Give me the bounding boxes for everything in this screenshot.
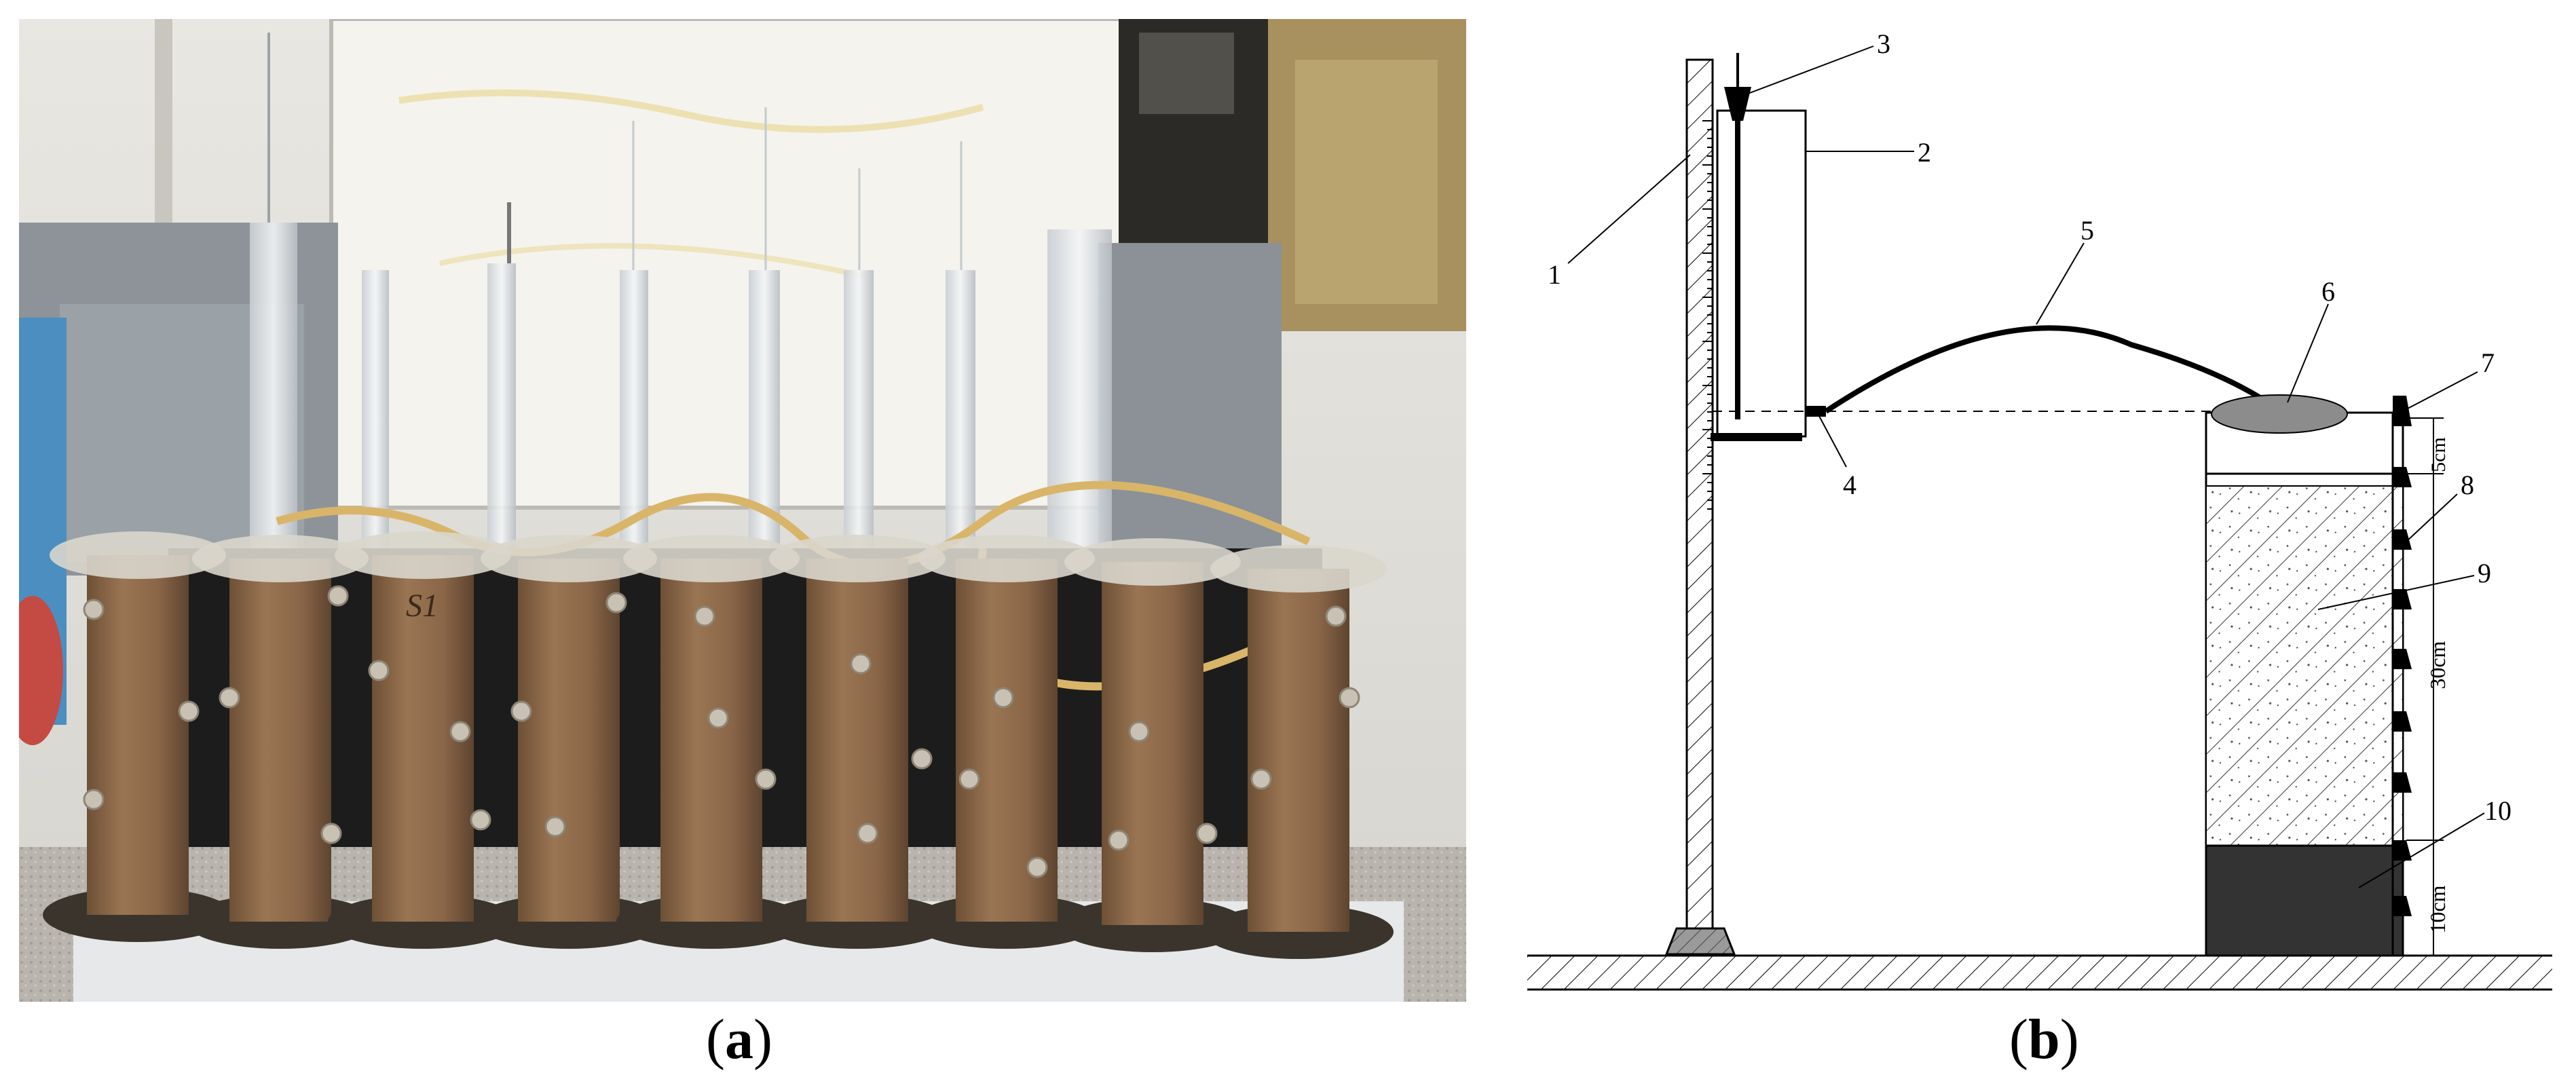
connecting-tube	[1824, 325, 2283, 414]
soil-columns-photo: S1	[19, 19, 1466, 1002]
leader-lines	[1567, 45, 2485, 888]
dimension-5cm: 5cm	[2427, 437, 2450, 472]
caption-a: (a)	[706, 1008, 772, 1071]
callout-7: 7	[2481, 347, 2495, 378]
glass-standpipes	[250, 33, 1112, 548]
caption-b: (b)	[2009, 1008, 2079, 1071]
valve-icon	[1724, 53, 1751, 121]
apparatus-schematic: 5cm 30cm 10cm 1 2 3 4 5 6 7 8 9 10	[1520, 19, 2559, 1010]
callout-2: 2	[1918, 137, 1931, 168]
caption-a-letter: a	[724, 1008, 753, 1071]
caption-b-letter: b	[2028, 1008, 2060, 1071]
callout-4: 4	[1843, 470, 1856, 500]
ground	[1527, 954, 2552, 991]
callout-8: 8	[2461, 470, 2474, 500]
callout-9: 9	[2478, 558, 2491, 588]
callout-10: 10	[2484, 795, 2512, 826]
dimension-30cm: 30cm	[2425, 641, 2450, 689]
ponded-water	[2211, 394, 2348, 434]
callout-1: 1	[1548, 259, 1561, 290]
column-label: S1	[406, 588, 438, 624]
callout-5: 5	[2080, 215, 2094, 246]
base-layer	[2205, 844, 2404, 957]
measuring-stand	[1664, 58, 1736, 956]
sampling-ports	[83, 585, 1360, 878]
water-reservoir	[1711, 109, 1807, 441]
callout-6: 6	[2321, 276, 2335, 307]
callout-3: 3	[1877, 29, 1890, 59]
soil-column	[2205, 394, 2412, 957]
soil-layer	[2205, 485, 2404, 846]
soil-columns: S1	[43, 531, 1394, 959]
callout-labels: 1 2 3 4 5 6 7 8 9 10	[1548, 29, 2512, 826]
dimension-10cm: 10cm	[2425, 885, 2450, 933]
